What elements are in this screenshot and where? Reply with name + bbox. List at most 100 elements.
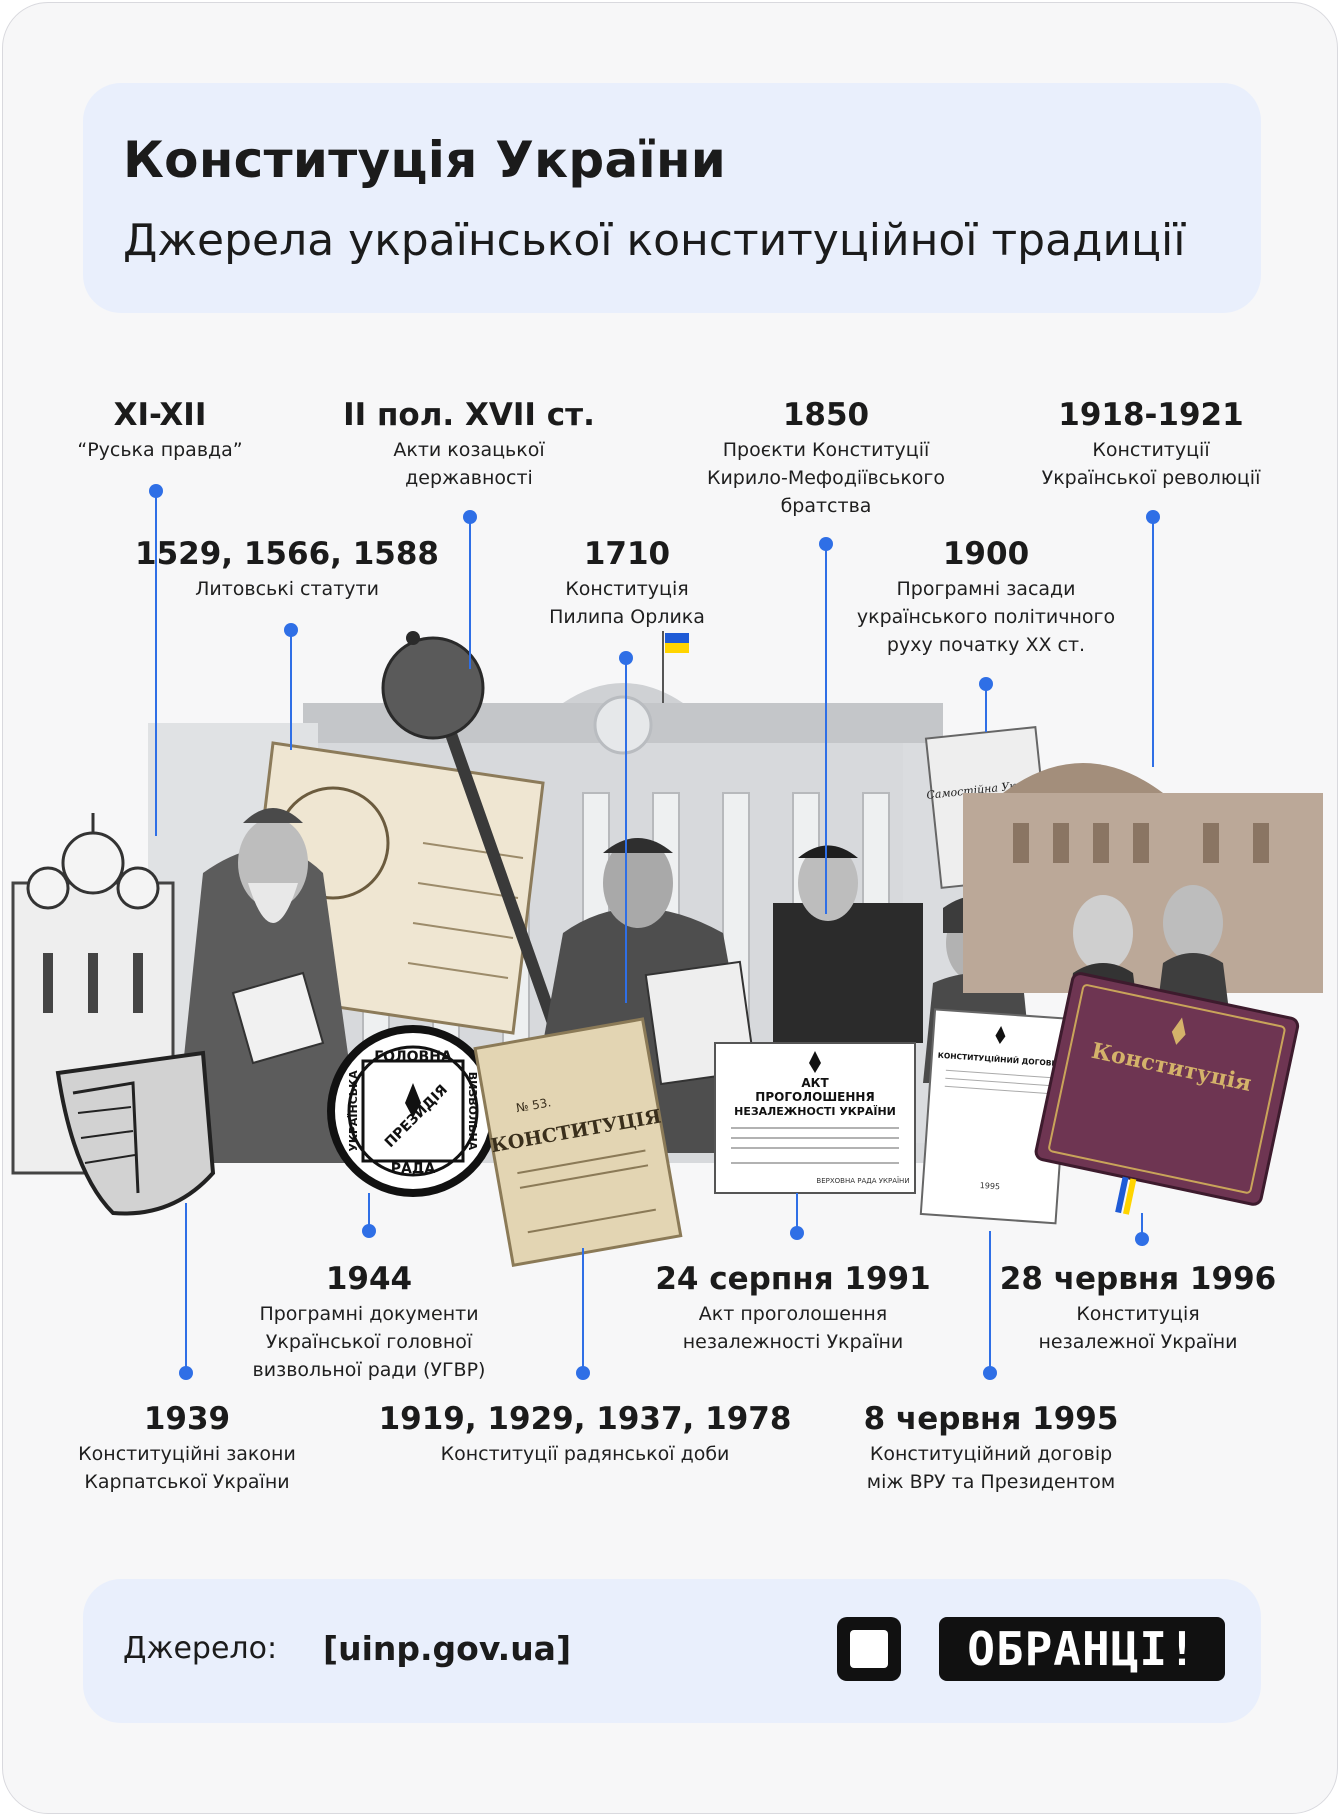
timeline-connector: [989, 1231, 991, 1373]
seal-right-text: ВИЗВОЛЬНА: [466, 1072, 479, 1151]
carpathian-coat-of-arms: [55, 1050, 216, 1216]
timeline-dot: [979, 677, 993, 691]
timeline-dot: [576, 1366, 590, 1380]
event-1939: 1939 Конституційні закони Карпатської Ук…: [78, 1400, 296, 1496]
event-desc: Програмні засади: [896, 578, 1076, 600]
event-desc: Конституційні закони: [78, 1443, 296, 1465]
event-desc: Програмні документи: [259, 1303, 479, 1325]
timeline-connector: [1141, 1213, 1143, 1233]
event-1918-1921: 1918-1921 Конституції Української револю…: [1042, 396, 1261, 492]
timeline-dot: [819, 537, 833, 551]
timeline-connector: [985, 684, 987, 732]
event-year: 28 червня 1996: [999, 1261, 1277, 1297]
timeline-connector: [625, 658, 627, 1003]
event-1900: 1900 Програмні засади українського політ…: [857, 535, 1115, 659]
event-desc: Пилипа Орлика: [549, 606, 705, 628]
footer-panel: Джерело: [uinp.gov.ua] ОБРАНЦІ!: [83, 1579, 1261, 1723]
timeline-dot: [284, 623, 298, 637]
timeline-connector: [825, 544, 827, 914]
event-desc: “Руська правда”: [77, 439, 243, 461]
event-desc: Української головної: [265, 1331, 473, 1353]
timeline-dot: [463, 510, 477, 524]
independence-act-document: АКТ ПРОГОЛОШЕННЯ НЕЗАЛЕЖНОСТІ УКРАЇНИ ВЕ…: [714, 1042, 916, 1194]
event-desc: руху початку ХХ ст.: [886, 634, 1086, 656]
event-desc: Конституційний договір: [869, 1443, 1113, 1465]
event-year: 1900: [942, 536, 1030, 572]
event-desc: Української революції: [1041, 467, 1261, 489]
trident-icon: [1171, 1017, 1186, 1045]
event-desc: незалежності України: [682, 1331, 904, 1353]
act-title-line-1: АКТ: [801, 1076, 829, 1090]
constitutional-treaty-document: КОНСТИТУЦІЙНИЙ ДОГОВІР 1995: [919, 1008, 1071, 1225]
constitution-1996-book: Конституція: [1034, 972, 1300, 1215]
event-year: 1939: [143, 1401, 231, 1437]
trident-icon: [405, 1083, 421, 1118]
timeline-dot: [362, 1224, 376, 1238]
brand-logo: ОБРАНЦІ!: [939, 1617, 1225, 1681]
event-desc: Акт проголошення: [698, 1303, 888, 1325]
event-desc: Конституція: [1076, 1303, 1200, 1325]
timeline-connector: [185, 1203, 187, 1373]
event-desc: Акти козацької: [393, 439, 545, 461]
act-title-line-3: НЕЗАЛЕЖНОСТІ УКРАЇНИ: [734, 1104, 896, 1118]
flag-icon: [665, 633, 689, 643]
event-year: 1919, 1929, 1937, 1978: [378, 1401, 792, 1437]
event-1944: 1944 Програмні документи Української гол…: [253, 1260, 486, 1384]
historical-collage: ГОЛОВНА РАДА УКРАЇНСЬКА ВИЗВОЛЬНА ПРЕЗИД…: [11, 631, 1323, 1267]
trident-icon: [809, 1051, 821, 1073]
treaty-year: 1995: [979, 1181, 1000, 1191]
event-desc: державності: [405, 467, 533, 489]
soviet-constitution-booklet: № 53. КОНСТИТУЦІЯ: [473, 1017, 683, 1267]
event-soviet-constitutions: 1919, 1929, 1937, 1978 Конституції радян…: [379, 1400, 792, 1468]
event-year: XI-XII: [113, 397, 207, 433]
event-1850: 1850 Проєкти Конституції Кирило-Мефодіїв…: [707, 396, 945, 520]
event-1996: 28 червня 1996 Конституція незалежної Ук…: [1000, 1260, 1276, 1356]
booklet-number: № 53.: [515, 1095, 552, 1115]
event-desc: Конституція: [565, 578, 689, 600]
event-year: 1918-1921: [1058, 397, 1244, 433]
timeline-dot: [149, 484, 163, 498]
event-desc: Конституції: [1092, 439, 1210, 461]
timeline-dot: [790, 1226, 804, 1240]
event-17th-century: II пол. XVII ст. Акти козацької державно…: [343, 396, 595, 492]
seal-bottom-text: РАДА: [391, 1161, 436, 1177]
source-label: Джерело:: [123, 1631, 278, 1666]
event-xi-xii: XI-XII “Руська правда”: [77, 396, 242, 464]
timeline-connector: [368, 1193, 370, 1231]
event-desc: Литовські статути: [195, 578, 379, 600]
mace-bulava: [381, 631, 559, 1025]
page-title: Конституція України: [123, 131, 727, 189]
brand-square-icon: [837, 1617, 901, 1681]
event-year: 1710: [583, 536, 671, 572]
event-1991: 24 серпня 1991 Акт проголошення незалежн…: [655, 1260, 930, 1356]
event-desc: Проєкти Конституції: [722, 439, 930, 461]
event-year: 1850: [782, 397, 870, 433]
act-title-line-2: ПРОГОЛОШЕННЯ: [755, 1090, 874, 1104]
seal-left-text: УКРАЇНСЬКА: [346, 1070, 360, 1152]
timeline-dot: [179, 1366, 193, 1380]
princely-figure-portrait: [173, 808, 363, 1163]
event-1995: 8 червня 1995 Конституційний договір між…: [864, 1400, 1119, 1496]
event-desc: між ВРУ та Президентом: [866, 1471, 1116, 1493]
timeline-connector: [1152, 517, 1154, 767]
event-year: II пол. XVII ст.: [343, 397, 595, 433]
event-year: 1944: [325, 1261, 413, 1297]
event-year: 8 червня 1995: [863, 1401, 1119, 1437]
timeline-connector: [469, 517, 471, 669]
event-desc: українського політичного: [856, 606, 1116, 628]
event-desc: незалежної України: [1038, 1331, 1238, 1353]
ugvr-seal: ГОЛОВНА РАДА УКРАЇНСЬКА ВИЗВОЛЬНА ПРЕЗИД…: [327, 1025, 499, 1197]
timeline-dot: [619, 651, 633, 665]
timeline-connector: [155, 491, 157, 836]
page-subtitle: Джерела української конституційної тради…: [123, 215, 1186, 266]
header-panel: Конституція України Джерела української …: [83, 83, 1261, 313]
event-desc: Карпатської України: [84, 1471, 290, 1493]
trident-icon: [995, 1026, 1006, 1045]
source-link[interactable]: [uinp.gov.ua]: [323, 1629, 572, 1668]
event-year: 1529, 1566, 1588: [135, 536, 439, 572]
timeline-connector: [290, 630, 292, 750]
event-desc: братства: [780, 495, 872, 517]
event-desc: визвольної ради (УГВР): [252, 1359, 486, 1381]
event-year: 24 серпня 1991: [655, 1261, 931, 1297]
